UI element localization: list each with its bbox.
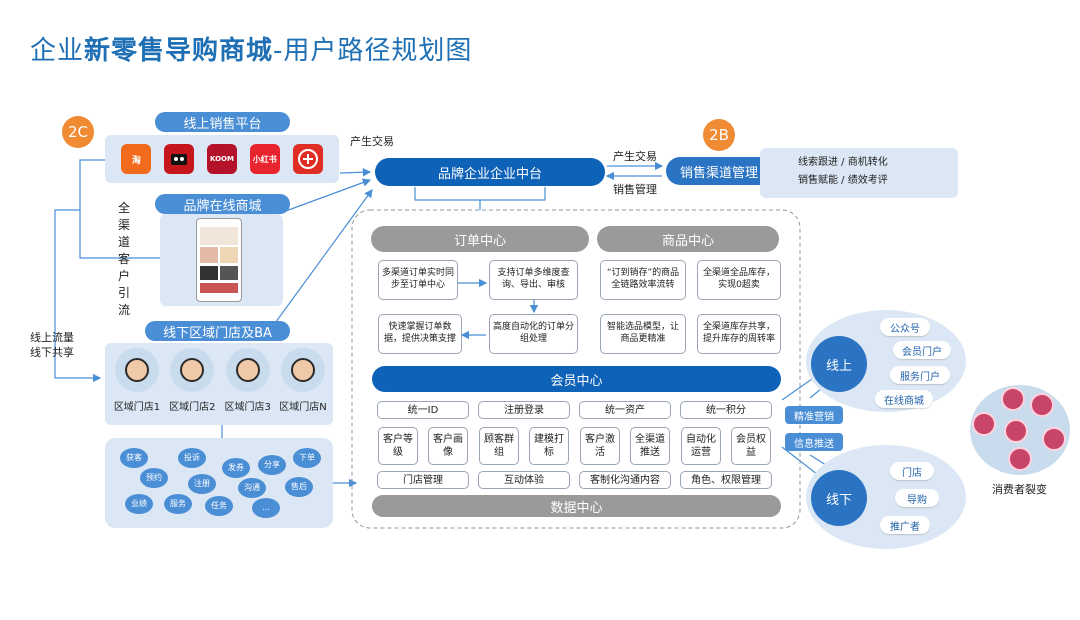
offline-item[interactable]: 推广者 xyxy=(880,516,930,534)
store-icon xyxy=(115,348,159,392)
member-bottom-item: 互动体验 xyxy=(478,471,570,489)
online-item[interactable]: 在线商城 xyxy=(875,390,933,408)
consumer-avatar xyxy=(1008,447,1032,471)
product-box: 全渠道库存共享，提升库存的周转率 xyxy=(697,314,781,354)
brand-mall-label: 品牌在线商城 xyxy=(155,194,290,214)
order-center-header[interactable]: 订单中心 xyxy=(371,226,589,252)
task-bubble[interactable]: 任务 xyxy=(205,496,233,516)
task-bubble[interactable]: 注册 xyxy=(188,474,216,494)
sales-channel-management[interactable]: 销售渠道管理 xyxy=(666,157,772,185)
tmall-icon[interactable] xyxy=(164,144,195,174)
xiaohongshu-icon[interactable]: 小红书 xyxy=(249,144,280,174)
2c-badge: 2C xyxy=(62,116,94,148)
member-feature: 客户画像 xyxy=(428,427,468,465)
transaction-label: 产生交易 xyxy=(350,135,394,148)
order-box: 支持订单多维度查询、导出、审核 xyxy=(489,260,578,300)
member-feature: 全渠道推送 xyxy=(630,427,670,465)
member-bottom-item: 门店管理 xyxy=(377,471,469,489)
mall-phone-screenshot xyxy=(196,218,242,302)
store-name: 区域门店1 xyxy=(113,402,161,413)
online-item[interactable]: 会员门户 xyxy=(893,341,951,359)
consumer-avatar xyxy=(1030,393,1054,417)
offline-node[interactable]: 线下 xyxy=(811,470,867,526)
page-title: 企业新零售导购商城-用户路径规划图 xyxy=(30,36,473,66)
store-icon xyxy=(280,348,325,392)
order-box: 高度自动化的订单分组处理 xyxy=(489,314,578,354)
task-bubble[interactable]: 投诉 xyxy=(178,448,206,468)
consumer-avatar xyxy=(1004,419,1028,443)
online-node[interactable]: 线上 xyxy=(811,336,867,392)
task-bubble[interactable]: 下单 xyxy=(293,448,321,468)
store-item[interactable]: 区域门店N xyxy=(276,348,330,413)
task-bubble[interactable]: 获客 xyxy=(120,448,148,468)
middle-platform[interactable]: 品牌企业企业中台 xyxy=(375,158,605,186)
member-top-item: 统一资产 xyxy=(579,401,671,419)
member-top-item: 注册登录 xyxy=(478,401,570,419)
online-platform-label: 线上销售平台 xyxy=(155,112,290,132)
order-box: 快速掌握订单数据，提供决策支撑 xyxy=(378,314,462,354)
member-bottom-item: 客制化沟通内容 xyxy=(579,471,671,489)
sales-management-label: 销售管理 xyxy=(613,183,657,196)
task-bubble[interactable]: 售后 xyxy=(285,477,313,497)
task-bubble[interactable]: 服务 xyxy=(164,494,192,514)
sales-note: 销售赋能 / 绩效考评 xyxy=(798,175,888,186)
store-name: 区域门店2 xyxy=(169,402,216,413)
store-item[interactable]: 区域门店3 xyxy=(221,348,275,413)
consumer-avatar xyxy=(1042,427,1066,451)
offline-item[interactable]: 门店 xyxy=(890,462,934,480)
store-icon xyxy=(170,348,215,392)
member-feature: 自动化运营 xyxy=(681,427,721,465)
store-item[interactable]: 区域门店1 xyxy=(110,348,164,413)
koom-icon[interactable]: KOOM xyxy=(206,144,237,174)
consumer-label: 消费者裂变 xyxy=(992,483,1047,496)
info-push-tag[interactable]: 信息推送 xyxy=(785,433,843,451)
member-top-item: 统一积分 xyxy=(680,401,772,419)
store-name: 区域门店3 xyxy=(224,402,271,413)
task-bubble[interactable]: 业绩 xyxy=(125,494,153,514)
product-box: “订到销存”的商品全链路效率流转 xyxy=(600,260,686,300)
data-center-header[interactable]: 数据中心 xyxy=(372,495,781,517)
store-list: 区域门店1 区域门店2 区域门店3 区域门店N xyxy=(110,348,330,413)
b2b-transaction-label: 产生交易 xyxy=(613,150,657,163)
member-top-item: 统一ID xyxy=(377,401,469,419)
offline-item[interactable]: 导购 xyxy=(895,489,939,507)
task-bubble[interactable]: 发券 xyxy=(222,458,250,478)
member-bottom-item: 角色、权限管理 xyxy=(680,471,772,489)
store-icon xyxy=(225,348,270,392)
member-feature: 建模打标 xyxy=(529,427,569,465)
traffic-share-label: 线上流量 线下共享 xyxy=(30,331,74,359)
product-box: 全渠道全品库存，实现0超卖 xyxy=(697,260,781,300)
product-center-header[interactable]: 商品中心 xyxy=(597,226,779,252)
store-item[interactable]: 区域门店2 xyxy=(165,348,219,413)
sales-notes-panel: 线索跟进 / 商机转化 销售赋能 / 绩效考评 xyxy=(760,148,958,198)
online-item[interactable]: 公众号 xyxy=(880,318,930,336)
consumer-network xyxy=(970,385,1070,475)
all-channel-traffic-label: 全 渠 道 客 户 引 流 xyxy=(117,201,130,317)
precise-marketing-tag[interactable]: 精准营销 xyxy=(785,406,843,424)
pinduoduo-icon[interactable] xyxy=(292,144,323,174)
member-feature: 客户激活 xyxy=(580,427,620,465)
online-platform-panel: 淘 KOOM 小红书 xyxy=(105,135,339,183)
store-name: 区域门店N xyxy=(279,402,327,413)
consumer-avatar xyxy=(972,412,996,436)
task-bubble[interactable]: 预约 xyxy=(140,468,168,488)
member-feature: 会员权益 xyxy=(731,427,771,465)
member-feature: 顾客群组 xyxy=(479,427,519,465)
online-item[interactable]: 服务门户 xyxy=(890,366,950,384)
2b-badge: 2B xyxy=(703,119,735,151)
task-bubble[interactable]: 分享 xyxy=(258,455,286,475)
task-bubble[interactable]: 沟通 xyxy=(238,478,266,498)
offline-stores-label: 线下区域门店及BA xyxy=(145,321,290,341)
sales-note: 线索跟进 / 商机转化 xyxy=(798,157,888,168)
consumer-avatar xyxy=(1001,387,1025,411)
order-box: 多渠道订单实时同步至订单中心 xyxy=(378,260,458,300)
member-feature: 客户等级 xyxy=(378,427,418,465)
taobao-icon[interactable]: 淘 xyxy=(121,144,152,174)
task-bubble[interactable]: ... xyxy=(252,498,280,518)
member-center-header[interactable]: 会员中心 xyxy=(372,366,781,392)
product-box: 智能选品模型，让商品更精准 xyxy=(600,314,686,354)
